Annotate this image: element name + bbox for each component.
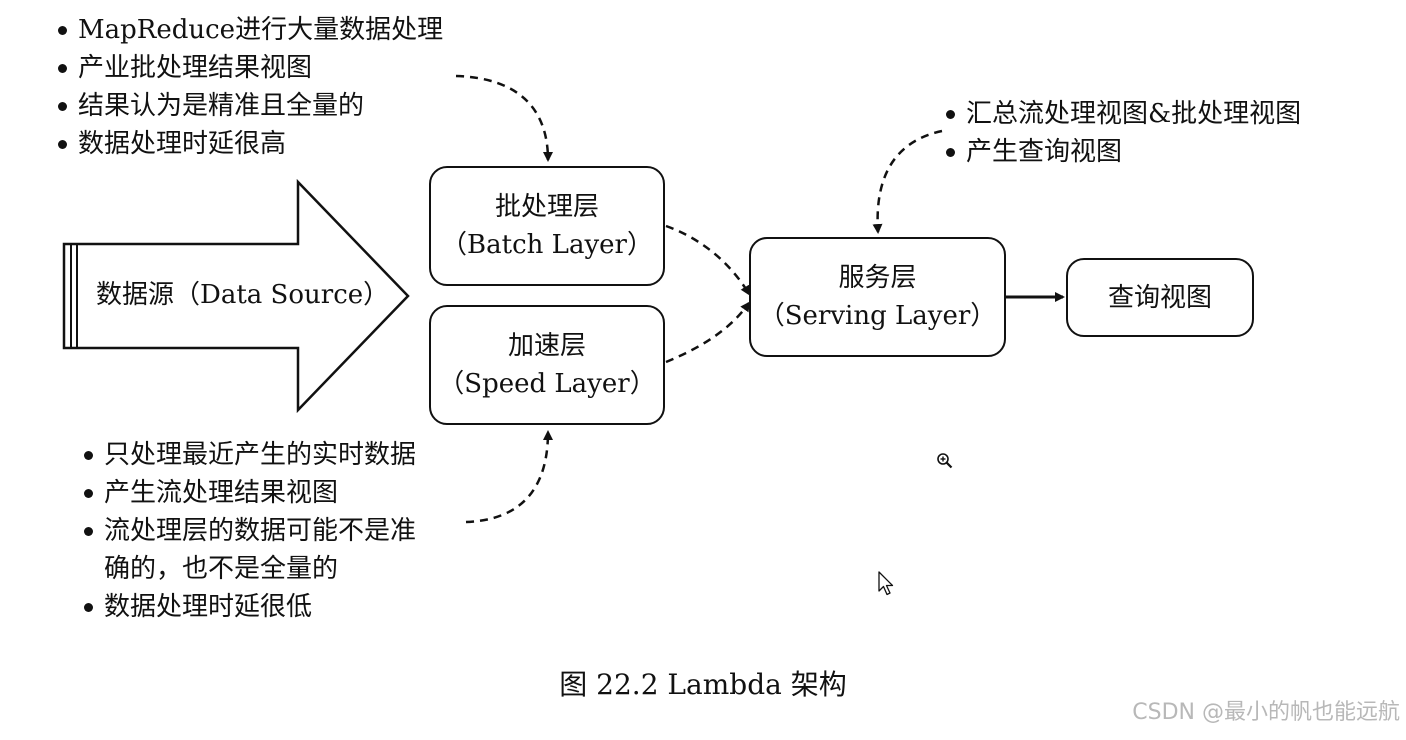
- serving-layer-notes: 汇总流处理视图&批处理视图 产生查询视图: [946, 95, 1301, 171]
- speed-note: 流处理层的数据可能不是准 确的，也不是全量的: [84, 512, 416, 588]
- data-source-arrow: [62, 178, 410, 414]
- data-source-label: 数据源（Data Source）: [96, 280, 390, 310]
- speed-note-connector: [465, 430, 553, 524]
- speed-layer-name: 加速层: [507, 331, 586, 361]
- serving-note: 汇总流处理视图&批处理视图: [946, 95, 1301, 133]
- batch-layer-notes: MapReduce进行大量数据处理 产业批处理结果视图 结果认为是精准且全量的 …: [58, 11, 443, 163]
- batch-note: MapReduce进行大量数据处理: [58, 11, 443, 49]
- speed-to-serving-connector: [665, 301, 751, 364]
- serving-layer-english: （Serving Layer）: [758, 301, 997, 331]
- speed-note: 数据处理时延很低: [84, 588, 416, 626]
- serving-note-connector: [872, 129, 943, 234]
- speed-note-line: 确的，也不是全量的: [104, 554, 339, 584]
- batch-note: 产业批处理结果视图: [58, 49, 443, 87]
- speed-note-line: 流处理层的数据可能不是准: [104, 516, 417, 546]
- serving-layer-box: 服务层 （Serving Layer）: [749, 237, 1006, 357]
- zoom-in-icon[interactable]: [936, 452, 954, 470]
- batch-layer-name: 批处理层: [494, 192, 599, 222]
- batch-to-serving-connector: [665, 224, 751, 296]
- batch-layer-box: 批处理层 （Batch Layer）: [429, 166, 665, 286]
- speed-layer-english: （Speed Layer）: [438, 369, 656, 399]
- batch-note-connector: [455, 74, 553, 162]
- watermark: CSDN @最小的帆也能远航: [1132, 700, 1400, 725]
- speed-note: 产生流处理结果视图: [84, 474, 416, 512]
- query-view-label: 查询视图: [1107, 282, 1212, 313]
- speed-note: 只处理最近产生的实时数据: [84, 436, 416, 474]
- speed-layer-box: 加速层 （Speed Layer）: [429, 305, 665, 425]
- speed-layer-notes: 只处理最近产生的实时数据 产生流处理结果视图 流处理层的数据可能不是准 确的，也…: [84, 436, 416, 626]
- serving-note: 产生查询视图: [946, 133, 1301, 171]
- mouse-pointer-icon: [878, 571, 894, 596]
- batch-note: 结果认为是精准且全量的: [58, 87, 443, 125]
- serving-layer-name: 服务层: [838, 263, 917, 293]
- figure-caption: 图 22.2 Lambda 架构: [559, 668, 847, 701]
- batch-layer-english: （Batch Layer）: [441, 230, 653, 260]
- query-view-box: 查询视图: [1066, 258, 1254, 337]
- batch-note: 数据处理时延很高: [58, 125, 443, 163]
